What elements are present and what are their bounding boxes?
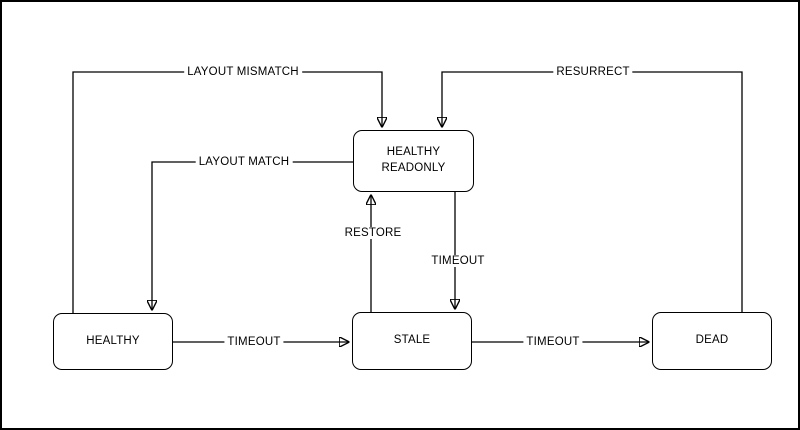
node-dead-label: DEAD (695, 334, 729, 347)
node-dead: DEAD (652, 312, 772, 370)
edge-resurrect (442, 71, 743, 312)
edge-layout-mismatch (72, 71, 382, 313)
node-stale: STALE (352, 312, 472, 370)
edge-layout-match (152, 161, 353, 309)
edge-label-timeout-healthy-to-stale: TIMEOUT (224, 336, 284, 348)
edge-label-layout-mismatch: LAYOUT MISMATCH (184, 66, 302, 78)
node-healthy-readonly-label: HEALTHY READONLY (381, 146, 446, 174)
edge-label-restore: RESTORE (341, 227, 405, 239)
node-healthy: HEALTHY (53, 313, 173, 370)
node-healthy-label: HEALTHY (86, 334, 140, 347)
edge-label-timeout-hr-to-stale: TIMEOUT (428, 255, 488, 267)
edge-label-timeout-stale-to-dead: TIMEOUT (523, 336, 583, 348)
node-healthy-readonly: HEALTHY READONLY (353, 130, 474, 192)
node-stale-label: STALE (393, 334, 431, 347)
edge-label-resurrect: RESURRECT (553, 66, 633, 78)
edge-label-layout-match: LAYOUT MATCH (195, 156, 293, 168)
